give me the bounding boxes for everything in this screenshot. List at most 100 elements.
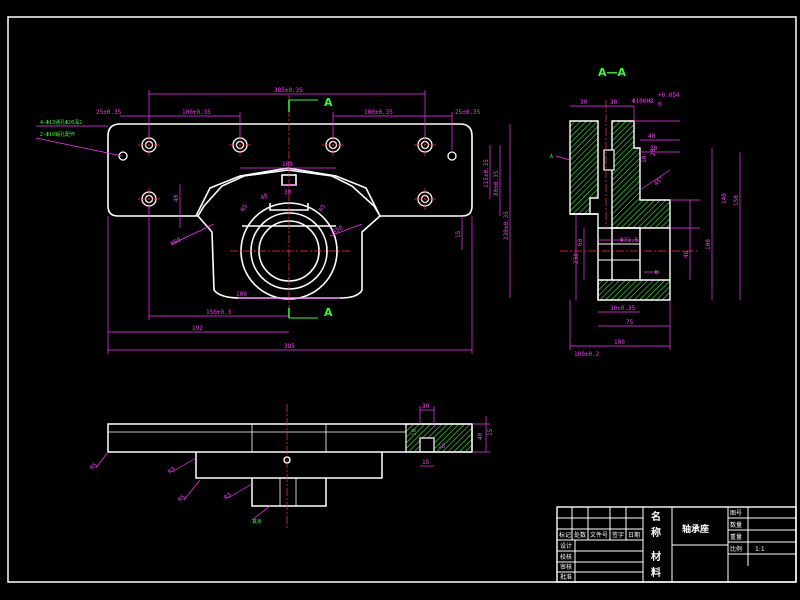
dim-bore-bottom: 100	[236, 291, 247, 298]
top-view-boss	[195, 452, 383, 479]
sec-dim-tol-lower: 0	[658, 101, 662, 108]
top-dim-r4: R3	[223, 491, 233, 501]
sec-dim-bottom2: 75	[626, 319, 634, 326]
dim-right-edge: 25±0.35	[455, 109, 481, 116]
sec-dim-v2: 100	[705, 239, 712, 250]
pin-hole-right	[447, 151, 457, 161]
tb-hdr-file: 文件号	[590, 531, 608, 539]
sec-dim-bottom3: 100	[614, 339, 625, 346]
section-step	[598, 243, 640, 261]
top-dim-r3: R5	[177, 493, 187, 503]
sec-dim-chamfer: 45°	[653, 175, 666, 187]
section-view	[569, 120, 671, 301]
sec-dim-r2: 20	[650, 145, 658, 152]
front-view	[107, 123, 473, 300]
top-dim-d: 15	[438, 443, 446, 450]
tb-hdr-count: 处数	[574, 531, 586, 539]
tb-hdr-sign: 签字	[612, 531, 624, 539]
sec-label-b: B	[655, 270, 658, 276]
sec-dim-tol-upper: +0.054	[658, 92, 680, 99]
dim-left-edge: 25±0.35	[96, 109, 122, 116]
section-slot	[603, 149, 615, 171]
tb-role-design: 设计	[560, 542, 572, 550]
dim-r2: R5	[318, 203, 328, 213]
tb-role-review: 审核	[560, 563, 572, 571]
dim-center-small: 30	[284, 189, 292, 196]
sec-dim-inner1: Φ71.5	[620, 237, 638, 244]
tb-role-approve: 批准	[560, 573, 572, 581]
section-title: A—A	[598, 66, 627, 79]
dim-right-v2: 80±0.35	[493, 170, 500, 196]
tb-label-drawing-no: 图号	[730, 510, 742, 517]
dim-half-total: 192	[192, 325, 203, 332]
dim-boss-width: 100	[282, 161, 293, 168]
top-dim-r2: R3	[167, 465, 177, 475]
section-dim-lines	[555, 105, 741, 350]
sec-dim-v4: 150	[733, 195, 740, 206]
front-dim-lines	[35, 90, 511, 354]
tb-name-char1: 名	[651, 510, 661, 523]
section-centerline	[560, 100, 700, 252]
cut-mark-top: A	[324, 96, 333, 109]
note-line1: 4-Φ13通孔Φ20深2	[40, 119, 82, 126]
tb-role-check: 校核	[560, 553, 572, 561]
tb-material-char1: 材	[651, 550, 661, 563]
top-dim-side2: 15	[487, 428, 494, 436]
sec-dim-r1: 40	[648, 133, 656, 140]
tb-label-scale: 比例	[730, 545, 742, 553]
top-dim-b: 15	[422, 459, 430, 466]
sec-dim-top-b: 30	[610, 99, 618, 106]
sec-dim-left-v1: 60	[577, 238, 584, 246]
dim-right-small: 15	[455, 230, 462, 238]
top-dim-a: 30	[422, 403, 430, 410]
top-label: 其余	[252, 518, 262, 525]
front-view-outline	[107, 123, 473, 217]
tb-hdr-mark: 标记	[559, 531, 571, 539]
sec-dim-left-v2: 230	[573, 253, 580, 264]
top-dim-r1: R5	[89, 461, 99, 471]
dim-hole-pitch-left: 100±0.35	[182, 109, 211, 116]
pin-hole-left	[118, 151, 128, 161]
section-hatch-upper	[569, 120, 599, 215]
sec-dim-v5: 20	[650, 148, 657, 156]
top-view-foot	[251, 478, 327, 507]
front-centerlines	[138, 95, 436, 318]
dim-left-vertical: 40	[173, 194, 180, 202]
dim-hole-pitch-right: 100±0.35	[364, 109, 393, 116]
dim-radius-right: R50	[332, 224, 345, 236]
dim-overall-top: 385±0.35	[274, 87, 303, 94]
tb-label-quantity: 数量	[730, 521, 742, 529]
sec-dim-bore: Φ100H8	[632, 98, 654, 105]
dim-r1: R5	[240, 203, 250, 213]
dim-right-v3: 230±0.35	[503, 211, 510, 240]
top-dim-c: 10	[411, 428, 418, 436]
dim-slot-width: 40	[260, 192, 270, 202]
note-line2: 2-Φ10销孔配作	[40, 131, 75, 138]
tb-name-char2: 称	[651, 526, 661, 539]
dim-overall-bottom: 385	[284, 343, 295, 350]
dim-radius-left: R50	[170, 236, 183, 248]
sec-dim-v3: 140	[721, 193, 728, 204]
sec-dim-v1: 48	[683, 250, 690, 258]
top-dim-lines	[95, 404, 490, 530]
cut-mark-bottom: A	[324, 306, 333, 319]
tb-part-name: 轴承座	[682, 523, 709, 535]
drawing-border	[7, 16, 797, 583]
section-hatch-lower	[597, 279, 671, 301]
section-hatch-body	[611, 120, 671, 229]
tb-label-weight: 重量	[730, 533, 742, 541]
sec-dim-overall: 100±0.2	[574, 351, 600, 358]
top-dim-side1: 40	[477, 432, 484, 440]
sec-dim-bottom1: 30±0.35	[610, 305, 636, 312]
sec-dim-r3: 10	[641, 155, 648, 163]
tb-scale-value: 1:1	[755, 546, 765, 553]
dim-right-v1: 115±0.35	[483, 159, 490, 188]
title-block	[556, 506, 797, 583]
sec-label-a: A	[550, 154, 553, 160]
tb-hdr-date: 日期	[628, 531, 640, 539]
dim-half-bottom: 150±0.3	[206, 309, 232, 316]
tb-material-char2: 料	[651, 566, 661, 579]
sec-dim-top-a: 30	[580, 99, 588, 106]
